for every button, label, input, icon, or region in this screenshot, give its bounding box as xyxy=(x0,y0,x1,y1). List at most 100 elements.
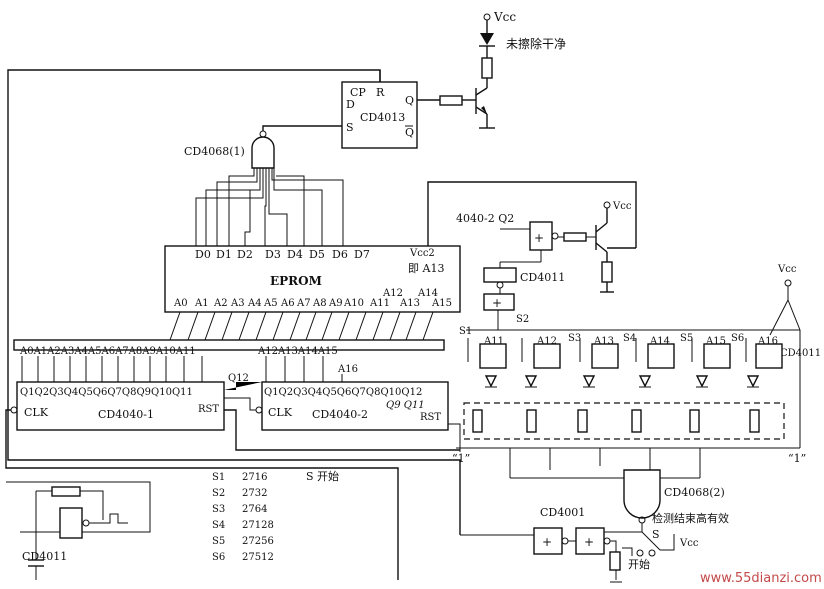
svg-text:S5: S5 xyxy=(680,333,693,344)
svg-text:2732: 2732 xyxy=(242,488,267,499)
svg-text:CLK: CLK xyxy=(24,406,49,419)
top-indicator-circuit: Vcc 未擦除干净 xyxy=(417,10,566,129)
svg-text:27256: 27256 xyxy=(242,536,274,547)
svg-text:A16: A16 xyxy=(337,364,358,375)
svg-text:CP: CP xyxy=(350,86,366,99)
table-row: S6 27512 xyxy=(212,552,274,563)
eprom-label: EPROM xyxy=(270,274,322,288)
svg-text:D4: D4 xyxy=(287,248,303,261)
gate-a14: A14 xyxy=(631,336,675,433)
svg-text:D0: D0 xyxy=(195,248,211,261)
svg-text:检测结束高有效: 检测结束高有效 xyxy=(652,511,729,525)
svg-text:D3: D3 xyxy=(265,248,281,261)
cd4013-label: CD4013 xyxy=(360,111,405,124)
svg-text:+: + xyxy=(492,296,502,310)
svg-text:S: S xyxy=(652,528,660,541)
svg-text:CLK: CLK xyxy=(268,406,293,419)
svg-text:27512: 27512 xyxy=(242,552,274,563)
svg-text:即 A13: 即 A13 xyxy=(408,262,444,275)
cd4011-oscillator: CD4011 xyxy=(6,481,151,580)
svg-text:Vcc: Vcc xyxy=(679,538,699,549)
svg-text:A6: A6 xyxy=(280,298,295,309)
svg-text:A13: A13 xyxy=(399,298,420,309)
gate-a16: A16 xyxy=(745,336,783,433)
vcc-top-label: Vcc xyxy=(493,10,516,24)
svg-text:A15: A15 xyxy=(705,336,726,347)
table-row: S5 27256 xyxy=(212,536,274,547)
cd4068-1-label: CD4068(1) xyxy=(184,145,245,158)
svg-text:S6: S6 xyxy=(731,333,744,344)
table-row: S3 2764 xyxy=(212,504,267,515)
svg-text:A0: A0 xyxy=(173,298,188,309)
cd4040-1-counter: Q1Q2Q3Q4Q5Q6Q7Q8Q9Q10Q11 Q12 CLK RST CD4… xyxy=(10,373,262,431)
cd4068-2-gate: CD4068(2) 检测结束高有效 xyxy=(623,469,729,532)
gate-a11: A11 xyxy=(467,336,507,433)
svg-text:A13: A13 xyxy=(593,336,614,347)
svg-text:A3: A3 xyxy=(230,298,245,309)
svg-text:A4: A4 xyxy=(247,298,262,309)
resistor-q2-icon xyxy=(563,232,587,242)
svg-text:CD4001: CD4001 xyxy=(540,506,585,519)
feedback-wire-left xyxy=(7,69,461,535)
cd4013-flipflop: CP R D CD4013 S Q Q xyxy=(341,81,418,149)
svg-text:开始: 开始 xyxy=(628,557,650,571)
led-top-icon xyxy=(480,33,494,45)
svg-text:A9: A9 xyxy=(328,298,343,309)
svg-text:2764: 2764 xyxy=(242,504,267,515)
svg-text:A5: A5 xyxy=(263,298,278,309)
svg-text:Q: Q xyxy=(405,126,414,139)
svg-text:S4: S4 xyxy=(212,520,225,531)
svg-text:S 开始: S 开始 xyxy=(306,469,339,483)
svg-text:A7: A7 xyxy=(296,298,311,309)
svg-text:Q: Q xyxy=(405,94,414,107)
svg-text:D2: D2 xyxy=(237,248,253,261)
table-row: S1 2716 xyxy=(212,472,267,483)
vcc-terminal-top xyxy=(483,13,491,21)
resistor-top-icon xyxy=(481,57,493,79)
cd4040-2-counter: Q1Q2Q3Q4Q5Q6Q7Q8Q10Q12 Q9 Q11 CLK RST CD… xyxy=(255,381,449,431)
svg-text:D5: D5 xyxy=(309,248,325,261)
svg-text:S2: S2 xyxy=(212,488,225,499)
cd4040-2-label: CD4040-2 xyxy=(312,408,368,421)
svg-text:A12A13A14A15: A12A13A14A15 xyxy=(257,346,338,357)
gate-a13: A13 xyxy=(577,336,619,433)
svg-text:S1: S1 xyxy=(459,326,472,337)
svg-text:A15: A15 xyxy=(431,298,452,309)
svg-text:A10: A10 xyxy=(343,298,364,309)
svg-text:CD4011: CD4011 xyxy=(780,348,821,359)
cd4011-bottom-label: CD4011 xyxy=(22,550,67,563)
svg-text:A11: A11 xyxy=(369,298,390,309)
svg-text:A12: A12 xyxy=(382,288,403,299)
svg-text:+: + xyxy=(584,535,594,549)
svg-text:Vcc: Vcc xyxy=(777,264,797,275)
svg-text:4040-2 Q2: 4040-2 Q2 xyxy=(456,212,514,225)
nand-osc-icon xyxy=(59,507,83,539)
cd4068-2-label: CD4068(2) xyxy=(664,486,725,499)
svg-text:A11: A11 xyxy=(483,336,504,347)
svg-text:A14: A14 xyxy=(417,288,438,299)
svg-text:S3: S3 xyxy=(568,333,581,344)
address-bus-wires xyxy=(169,311,434,341)
cd4040-1-label: CD4040-1 xyxy=(98,408,154,421)
resistor-group-outline xyxy=(463,402,785,440)
address-bus-bar: A0A1A2A3A4A5A6A7A8A9A10A11 A12A13A14A15 … xyxy=(13,339,445,375)
gate-a12: A12 xyxy=(521,336,561,433)
q2-transistor-section: 4040-2 Q2 + Vcc CD4011 + S2 xyxy=(427,181,637,331)
svg-text:S4: S4 xyxy=(623,333,636,344)
svg-text:D7: D7 xyxy=(354,248,370,261)
svg-text:A1: A1 xyxy=(194,298,209,309)
cd4001-gates: CD4001 + + S 开始 Vcc xyxy=(460,506,699,583)
svg-text:Q9 Q11: Q9 Q11 xyxy=(386,400,425,411)
svg-text:A2: A2 xyxy=(213,298,228,309)
svg-text:Q12: Q12 xyxy=(228,373,249,384)
svg-text:D: D xyxy=(346,98,355,111)
svg-text:2716: 2716 xyxy=(242,472,267,483)
svg-text:D1: D1 xyxy=(216,248,232,261)
svg-text:Vcc: Vcc xyxy=(612,201,632,212)
resistor-osc-icon xyxy=(51,486,81,497)
svg-text:RST: RST xyxy=(420,412,441,423)
not-erased-label: 未擦除干净 xyxy=(506,36,566,51)
gate-a15: A15 xyxy=(689,336,731,433)
svg-text:+: + xyxy=(542,535,552,549)
